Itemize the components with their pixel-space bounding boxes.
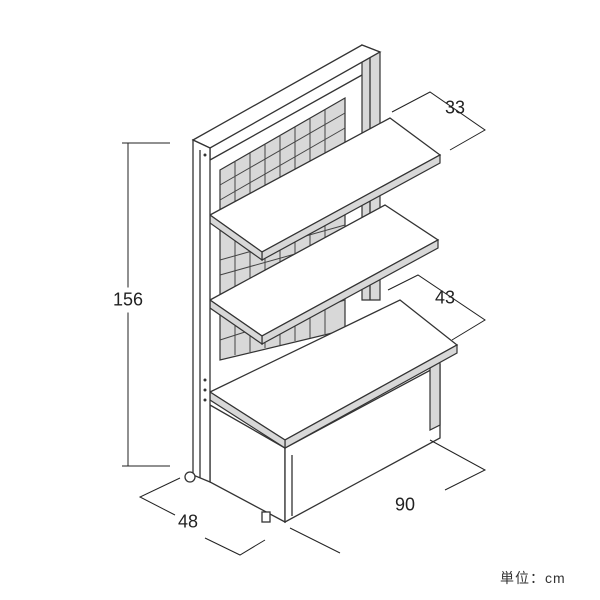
drawer-box xyxy=(209,360,441,524)
middle-shelf xyxy=(208,204,440,346)
caster-wheel xyxy=(184,471,196,483)
width-dimension: 90 xyxy=(394,494,416,515)
base-depth-dimension: 48 xyxy=(177,511,199,532)
desk-depth-dimension: 43 xyxy=(434,287,456,308)
height-dimension: 156 xyxy=(112,287,144,313)
shelf-depth-dimension: 33 xyxy=(444,97,466,118)
unit-label: 単位：cm xyxy=(500,570,566,586)
top-shelf xyxy=(208,117,442,262)
front-post xyxy=(184,138,211,483)
